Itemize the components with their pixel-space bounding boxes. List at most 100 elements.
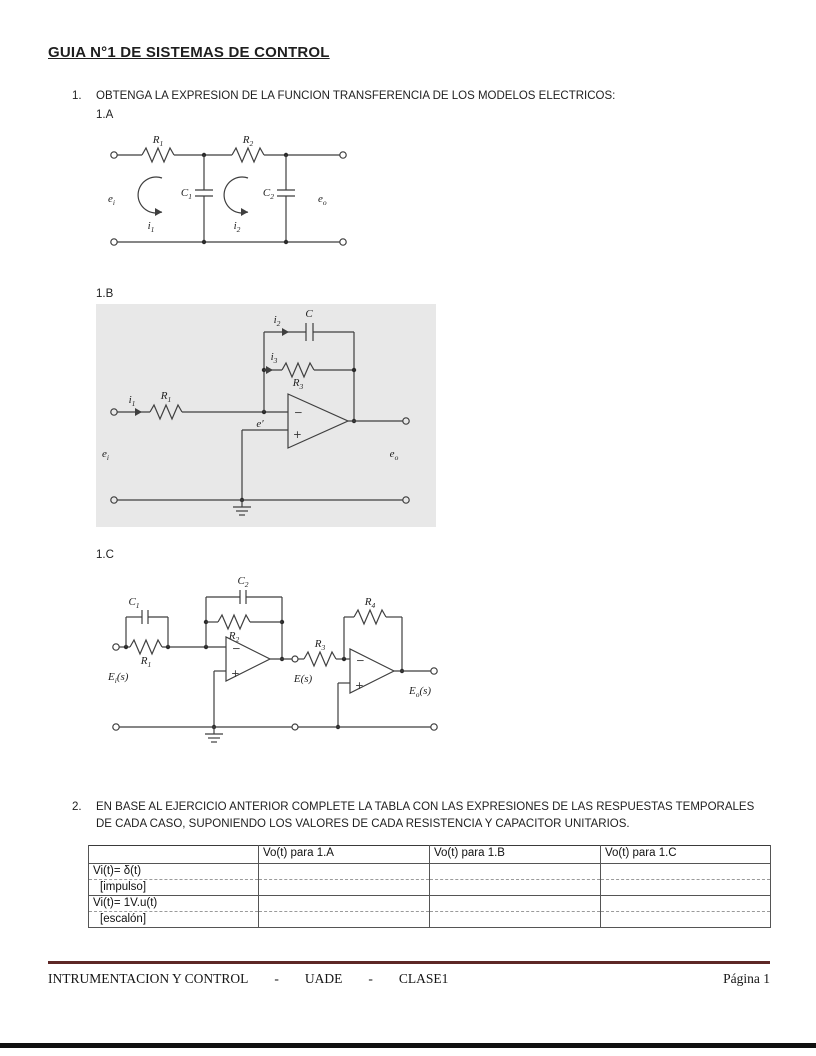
capacitor-c1 [195,155,213,242]
table-header-cell [88,845,259,864]
answer-cell [429,863,601,880]
caption-1a: 1.A [96,109,114,121]
footer-text-segment: - [368,971,373,986]
ground-symbol [233,500,251,516]
label-r3: R3 [292,377,304,391]
label-r1: R1 [152,134,163,148]
resistor-r1 [141,146,175,164]
capacitor-c2-branch [206,590,285,662]
label-c: C [305,308,313,320]
exercise-1-number: 1. [72,90,82,102]
ground-symbol [205,727,223,743]
answer-cell [258,879,430,896]
input-wire [110,408,288,416]
footer-text-segment: INTRUMENTACION Y CONTROL [48,971,249,986]
resistor-r2-branch [206,613,282,631]
label-r2: R2 [228,630,240,644]
table-header-cell: Vo(t) para 1.B [429,845,601,864]
table-header-cell: Vo(t) para 1.A [258,845,430,864]
answer-cell [429,895,601,912]
row-label-impulso-line2: [impulso] [88,879,259,896]
label-ei: ei [108,193,115,207]
bottom-wire [110,238,347,246]
label-eprime: e′ [256,418,264,430]
footer: INTRUMENTACION Y CONTROL - UADE - CLASE1… [48,971,770,987]
resistor-r1 [129,638,163,656]
bottom-wire [110,496,410,504]
capacitor-c1-branch [125,610,169,647]
row-label-escalon-line2: [escalón] [88,911,259,928]
answer-cell [258,911,430,928]
label-c1: C1 [128,596,139,610]
table-row: [escalón] [88,911,771,928]
caption-1b: 1.B [96,288,114,300]
answer-cell [429,911,601,928]
label-i2: i2 [274,314,281,328]
label-ei: ei [102,448,109,462]
resistor-r3 [303,650,350,668]
label-c1: C1 [181,187,192,201]
label-i3: i3 [271,351,278,365]
op-amp-2-minus: − [356,655,365,667]
label-eo: eo [390,448,399,462]
top-wire [110,151,347,159]
label-i2: i2 [234,220,241,234]
mesh-current-arrow-i1 [137,176,163,216]
output-wire [348,417,410,425]
table-header-cell: Vo(t) para 1.C [600,845,771,864]
op-amp-2-noninverting-wire [335,682,350,730]
footer-text-segment: CLASE1 [398,971,449,986]
answer-cell [600,879,771,896]
exercise-2-text: EN BASE AL EJERCICIO ANTERIOR COMPLETE L… [96,801,755,831]
figure-background [96,304,436,527]
label-r2: R2 [242,134,254,148]
responses-table: Vo(t) para 1.A Vo(t) para 1.B Vo(t) para… [88,845,771,928]
op-amp: − + [287,393,350,449]
exercise-2-number: 2. [72,801,82,813]
label-r1: R1 [140,655,151,669]
label-i1: i1 [148,220,155,234]
circuit-diagram-1c: R1 C1 C2 R2 [107,575,438,743]
answer-cell [600,895,771,912]
resistor-r2 [231,146,265,164]
row-label-escalon: Vi(t)= 1V.u(t) [88,895,259,912]
stage2-output-wire [394,667,438,675]
table-row: Vi(t)= 1V.u(t) [88,895,771,912]
stage1-output-wire [270,655,304,663]
label-c2: C2 [263,187,274,201]
exercise-1: 1. OBTENGA LA EXPRESION DE LA FUNCION TR… [72,88,772,105]
resistor-r4-branch [343,608,405,674]
label-r1: R1 [160,390,171,404]
op-amp-plus: + [293,429,302,441]
label-r4: R4 [364,596,376,610]
mesh-current-arrow-i2 [223,176,249,216]
feedback-resistor-branch [264,361,354,379]
footer-page-number: Página 1 [723,971,770,986]
label-i1: i1 [129,394,136,408]
footer-text-segment: - [274,971,279,986]
label-e-s: E(s) [293,673,313,685]
op-amp-1-noninverting-wire [211,670,226,730]
page-title: GUIA N°1 DE SISTEMAS DE CONTROL [48,44,330,61]
resistor-r1 [149,403,183,421]
label-ei-s: Ei(s) [107,671,129,685]
footer-rule [48,961,770,964]
answer-cell [600,863,771,880]
caption-1c: 1.C [96,549,114,561]
table-row: [impulso] [88,879,771,896]
row-label-impulso: Vi(t)= δ(t) [88,863,259,880]
op-amp-2: − + [349,648,396,694]
answer-cell [258,863,430,880]
feedback-capacitor-branch [261,323,354,412]
label-r3: R3 [314,638,326,652]
bottom-wire [112,723,438,731]
label-eo: eo [318,193,327,207]
op-amp-minus: − [294,407,303,419]
answer-cell [600,911,771,928]
input-wire [112,643,226,651]
exercise-2: 2. EN BASE AL EJERCICIO ANTERIOR COMPLET… [72,799,774,834]
footer-text-segment: UADE [304,971,343,986]
op-amp-1-plus: + [231,668,240,680]
circuit-diagram-1b: i1 R1 e′ C i2 i3 R3 [96,304,436,527]
